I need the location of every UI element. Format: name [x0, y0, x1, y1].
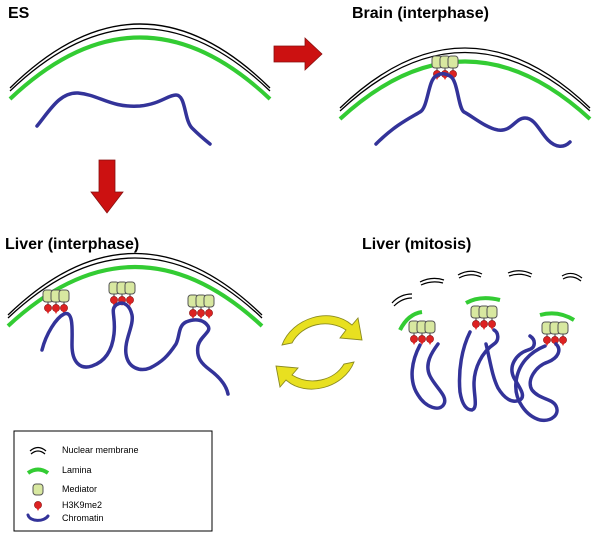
legend-label-chromatin: Chromatin [62, 513, 104, 523]
chromatin [457, 328, 500, 412]
mediator-cluster [471, 306, 497, 330]
nuclear-membrane-icon [29, 446, 47, 455]
nuclear-membrane [7, 252, 263, 316]
cycle-arrows-icon [275, 315, 363, 390]
mediator-cluster [43, 290, 69, 314]
lamina [6, 265, 264, 328]
brain-title: Brain (interphase) [352, 5, 489, 22]
mediator-cluster [409, 321, 435, 345]
h3k9me2-icon [34, 501, 42, 511]
chromatin [374, 71, 572, 148]
es-title: ES [8, 5, 30, 22]
chromatin-icon [26, 513, 50, 522]
chromatin [514, 342, 561, 423]
liver-interphase-title: Liver (interphase) [5, 236, 140, 253]
brain-panel [338, 47, 592, 148]
liver-mitosis-title: Liver (mitosis) [362, 236, 472, 253]
legend-label-mediator: Mediator [62, 484, 98, 494]
lamina [338, 59, 592, 121]
red-arrow-down-icon [90, 159, 124, 214]
legend-label-nuclear-membrane: Nuclear membrane [62, 445, 139, 455]
cycle-arrow-bottom [275, 361, 355, 390]
nuclear-membrane [9, 23, 271, 89]
mediator-icon [32, 483, 44, 496]
cycle-arrow-top [281, 315, 363, 346]
chromatin [484, 334, 536, 403]
lamina [8, 35, 272, 101]
nuclear-membrane-inner [339, 51, 591, 112]
liver-mitosis-panel [391, 270, 583, 423]
legend [13, 430, 213, 532]
legend-label-h3k9me2: H3K9me2 [62, 500, 103, 510]
nuclear-membrane-inner [9, 28, 271, 92]
chromatin [40, 301, 230, 396]
nuclear-membrane [339, 47, 591, 109]
es-panel [8, 23, 272, 146]
legend-label-lamina: Lamina [62, 465, 92, 475]
chromatin [410, 342, 447, 410]
mediator-cluster [188, 295, 214, 319]
nuclear-membrane-inner [7, 257, 263, 319]
lamina-icon [26, 467, 50, 475]
mediator-cluster [542, 322, 568, 346]
red-arrow-right-icon [273, 37, 323, 71]
chromatin [35, 91, 212, 146]
liver-interphase-panel [6, 252, 264, 396]
